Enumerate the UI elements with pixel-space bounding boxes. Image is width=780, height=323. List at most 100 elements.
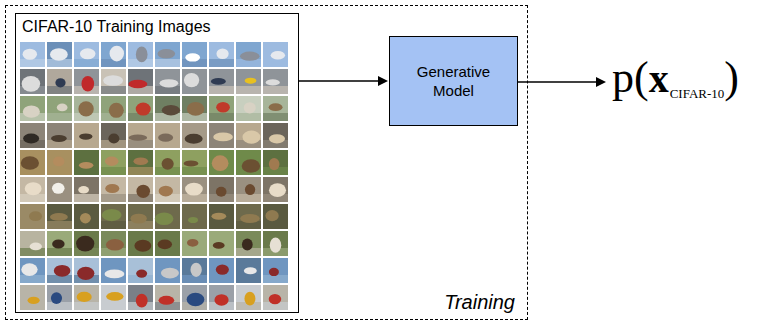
arrow-head <box>596 77 606 87</box>
thumbnail-object <box>80 48 96 59</box>
thumbnail-object <box>244 292 255 306</box>
thumbnail <box>263 177 288 202</box>
thumbnail-object <box>245 184 255 195</box>
thumbnail-object <box>242 131 260 144</box>
thumbnail-object <box>269 158 280 170</box>
thumbnail <box>236 123 261 148</box>
thumbnail <box>155 150 180 175</box>
thumbnail-object <box>269 183 286 197</box>
thumbnail <box>74 177 99 202</box>
thumbnail-object <box>211 78 226 85</box>
thumbnail <box>128 258 153 283</box>
thumbnail-ground <box>74 59 99 67</box>
thumbnail-object <box>214 294 228 306</box>
thumbnail <box>20 204 45 229</box>
thumbnail-object <box>108 133 119 143</box>
thumbnail-object <box>80 213 91 223</box>
thumbnail-object <box>158 134 173 142</box>
thumbnail-object <box>51 135 67 142</box>
thumbnail-object <box>57 103 68 111</box>
thumbnail-ground <box>209 86 234 94</box>
thumbnail-ground <box>155 59 180 67</box>
thumbnail <box>155 69 180 94</box>
thumbnail-ground <box>182 167 207 175</box>
thumbnail-object <box>216 187 227 197</box>
thumbnail <box>128 42 153 67</box>
thumbnail <box>209 69 234 94</box>
thumbnail-object <box>21 263 37 276</box>
thumbnail-object <box>77 292 92 302</box>
thumbnail-ground <box>263 221 288 229</box>
thumbnail-ground <box>182 248 207 256</box>
thumbnail-object <box>240 214 259 223</box>
thumbnail <box>209 150 234 175</box>
thumbnail-object <box>78 186 89 193</box>
thumbnail-object <box>216 264 229 274</box>
thumbnail <box>182 96 207 121</box>
thumbnail <box>209 231 234 256</box>
thumbnail <box>155 96 180 121</box>
connector-line <box>299 80 379 82</box>
thumbnail-ground <box>74 302 99 310</box>
thumbnail-ground <box>236 86 261 94</box>
thumbnail-ground <box>101 194 126 202</box>
thumbnail-object <box>185 183 203 196</box>
thumbnail <box>263 258 288 283</box>
thumbnail-object <box>29 211 42 221</box>
thumbnail <box>101 69 126 94</box>
thumbnail-object <box>52 239 64 248</box>
thumbnail-object <box>211 213 226 220</box>
thumbnail-object <box>270 238 281 253</box>
thumbnail-object <box>30 243 42 251</box>
thumbnail <box>47 258 72 283</box>
thumbnail-object <box>106 292 123 301</box>
thumbnail-ground <box>263 275 288 283</box>
thumbnail-ground <box>20 275 45 283</box>
thumbnail <box>236 204 261 229</box>
thumbnail <box>74 96 99 121</box>
thumbnail-object <box>266 79 280 85</box>
thumbnail-ground <box>209 113 234 121</box>
thumbnail-ground <box>155 248 180 256</box>
thumbnail <box>20 258 45 283</box>
thumbnail-ground <box>47 248 72 256</box>
thumbnail-object <box>271 51 285 60</box>
thumbnail <box>182 42 207 67</box>
thumbnail <box>74 42 99 67</box>
thumbnail-ground <box>74 194 99 202</box>
thumbnail <box>47 42 72 67</box>
thumbnail <box>74 69 99 94</box>
thumbnail <box>74 285 99 310</box>
thumbnail <box>209 285 234 310</box>
thumbnail <box>20 150 45 175</box>
thumbnail-ground <box>263 113 288 121</box>
thumbnail-object <box>136 294 148 308</box>
thumbnail <box>128 204 153 229</box>
thumbnail-object <box>160 79 179 87</box>
thumbnail-object <box>244 267 257 274</box>
thumbnail <box>101 177 126 202</box>
thumbnail-object <box>155 212 174 225</box>
thumbnail <box>182 150 207 175</box>
thumbnail-object <box>128 80 147 89</box>
thumbnail-object <box>134 240 151 252</box>
thumbnail-object <box>216 48 228 59</box>
thumbnail-object <box>50 213 68 221</box>
training-region: TrainingCIFAR-10 Training ImagesGenerati… <box>5 5 528 320</box>
thumbnail-object <box>22 76 41 92</box>
thumbnail <box>155 204 180 229</box>
thumbnail-object <box>76 236 94 252</box>
output-formula: p(xCIFAR-10) <box>612 52 742 112</box>
thumbnail <box>47 285 72 310</box>
thumbnail-object <box>55 78 65 87</box>
thumbnail <box>263 150 288 175</box>
thumbnail <box>263 123 288 148</box>
formula-part: CIFAR-10 <box>670 86 725 102</box>
thumbnail-object <box>131 214 147 224</box>
thumbnail-object <box>184 73 199 87</box>
thumbnail-object <box>162 105 180 115</box>
thumbnail-object <box>187 102 205 116</box>
thumbnail <box>155 231 180 256</box>
thumbnail-object <box>269 103 283 111</box>
thumbnail-object <box>133 157 148 165</box>
